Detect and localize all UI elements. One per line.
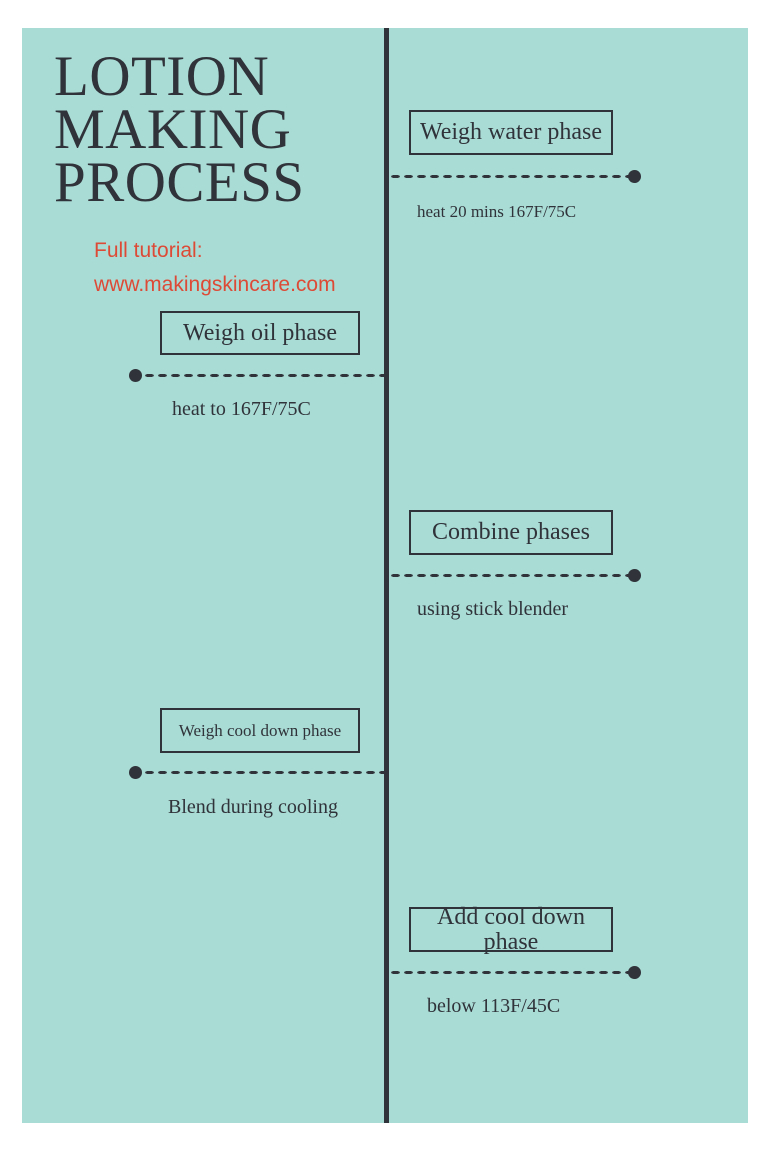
step-title: Add cool down phase [437,903,585,955]
dotted-line [130,770,385,775]
timeline-endpoint-dot [628,966,641,979]
tutorial-label: Full tutorial: [94,239,203,262]
dotted-line [389,174,640,179]
step-title: Weigh oil phase [182,319,338,346]
timeline-endpoint-dot [129,369,142,382]
timeline-endpoint-dot [628,569,641,582]
step-box-weigh-cool-down-phase[interactable]: Weigh cool down phase [160,708,360,753]
page-title: LOTION MAKING PROCESS [54,45,384,214]
step-box-combine-phases[interactable]: Combine phases [409,510,613,555]
tutorial-url[interactable]: www.makingskincare.com [94,273,336,296]
dotted-line [389,970,640,975]
timeline-endpoint-dot [628,170,641,183]
title-line-3: PROCESS [54,151,305,214]
step-caption: Blend during cooling [168,796,338,818]
timeline-spine [384,28,389,1123]
infographic-poster: LOTION MAKING PROCESS Full tutorial: www… [22,28,748,1123]
step-connector-dots [129,766,385,779]
title-line-2: MAKING [54,98,292,161]
step-connector-dots [129,369,385,382]
title-line-1: LOTION [54,45,270,108]
dotted-line [130,373,385,378]
step-connector-dots [389,170,641,183]
step-caption: below 113F/45C [427,995,561,1017]
step-title: Weigh water phase [420,119,602,145]
step-caption: heat to 167F/75C [172,398,311,420]
step-caption: heat 20 mins 167F/75C [417,202,577,221]
step-box-add-cool-down-phase[interactable]: Add cool down phase [409,903,613,955]
step-box-weigh-water-phase[interactable]: Weigh water phase [409,110,613,155]
step-title: Combine phases [432,519,590,545]
step-connector-dots [389,569,641,582]
timeline-endpoint-dot [129,766,142,779]
step-box-weigh-oil-phase[interactable]: Weigh oil phase [160,311,360,355]
step-title: Weigh cool down phase [178,720,342,740]
step-connector-dots [389,966,641,979]
step-caption: using stick blender [417,598,569,620]
tutorial-credit: Full tutorial: www.makingskincare.com [94,234,394,302]
dotted-line [389,573,640,578]
